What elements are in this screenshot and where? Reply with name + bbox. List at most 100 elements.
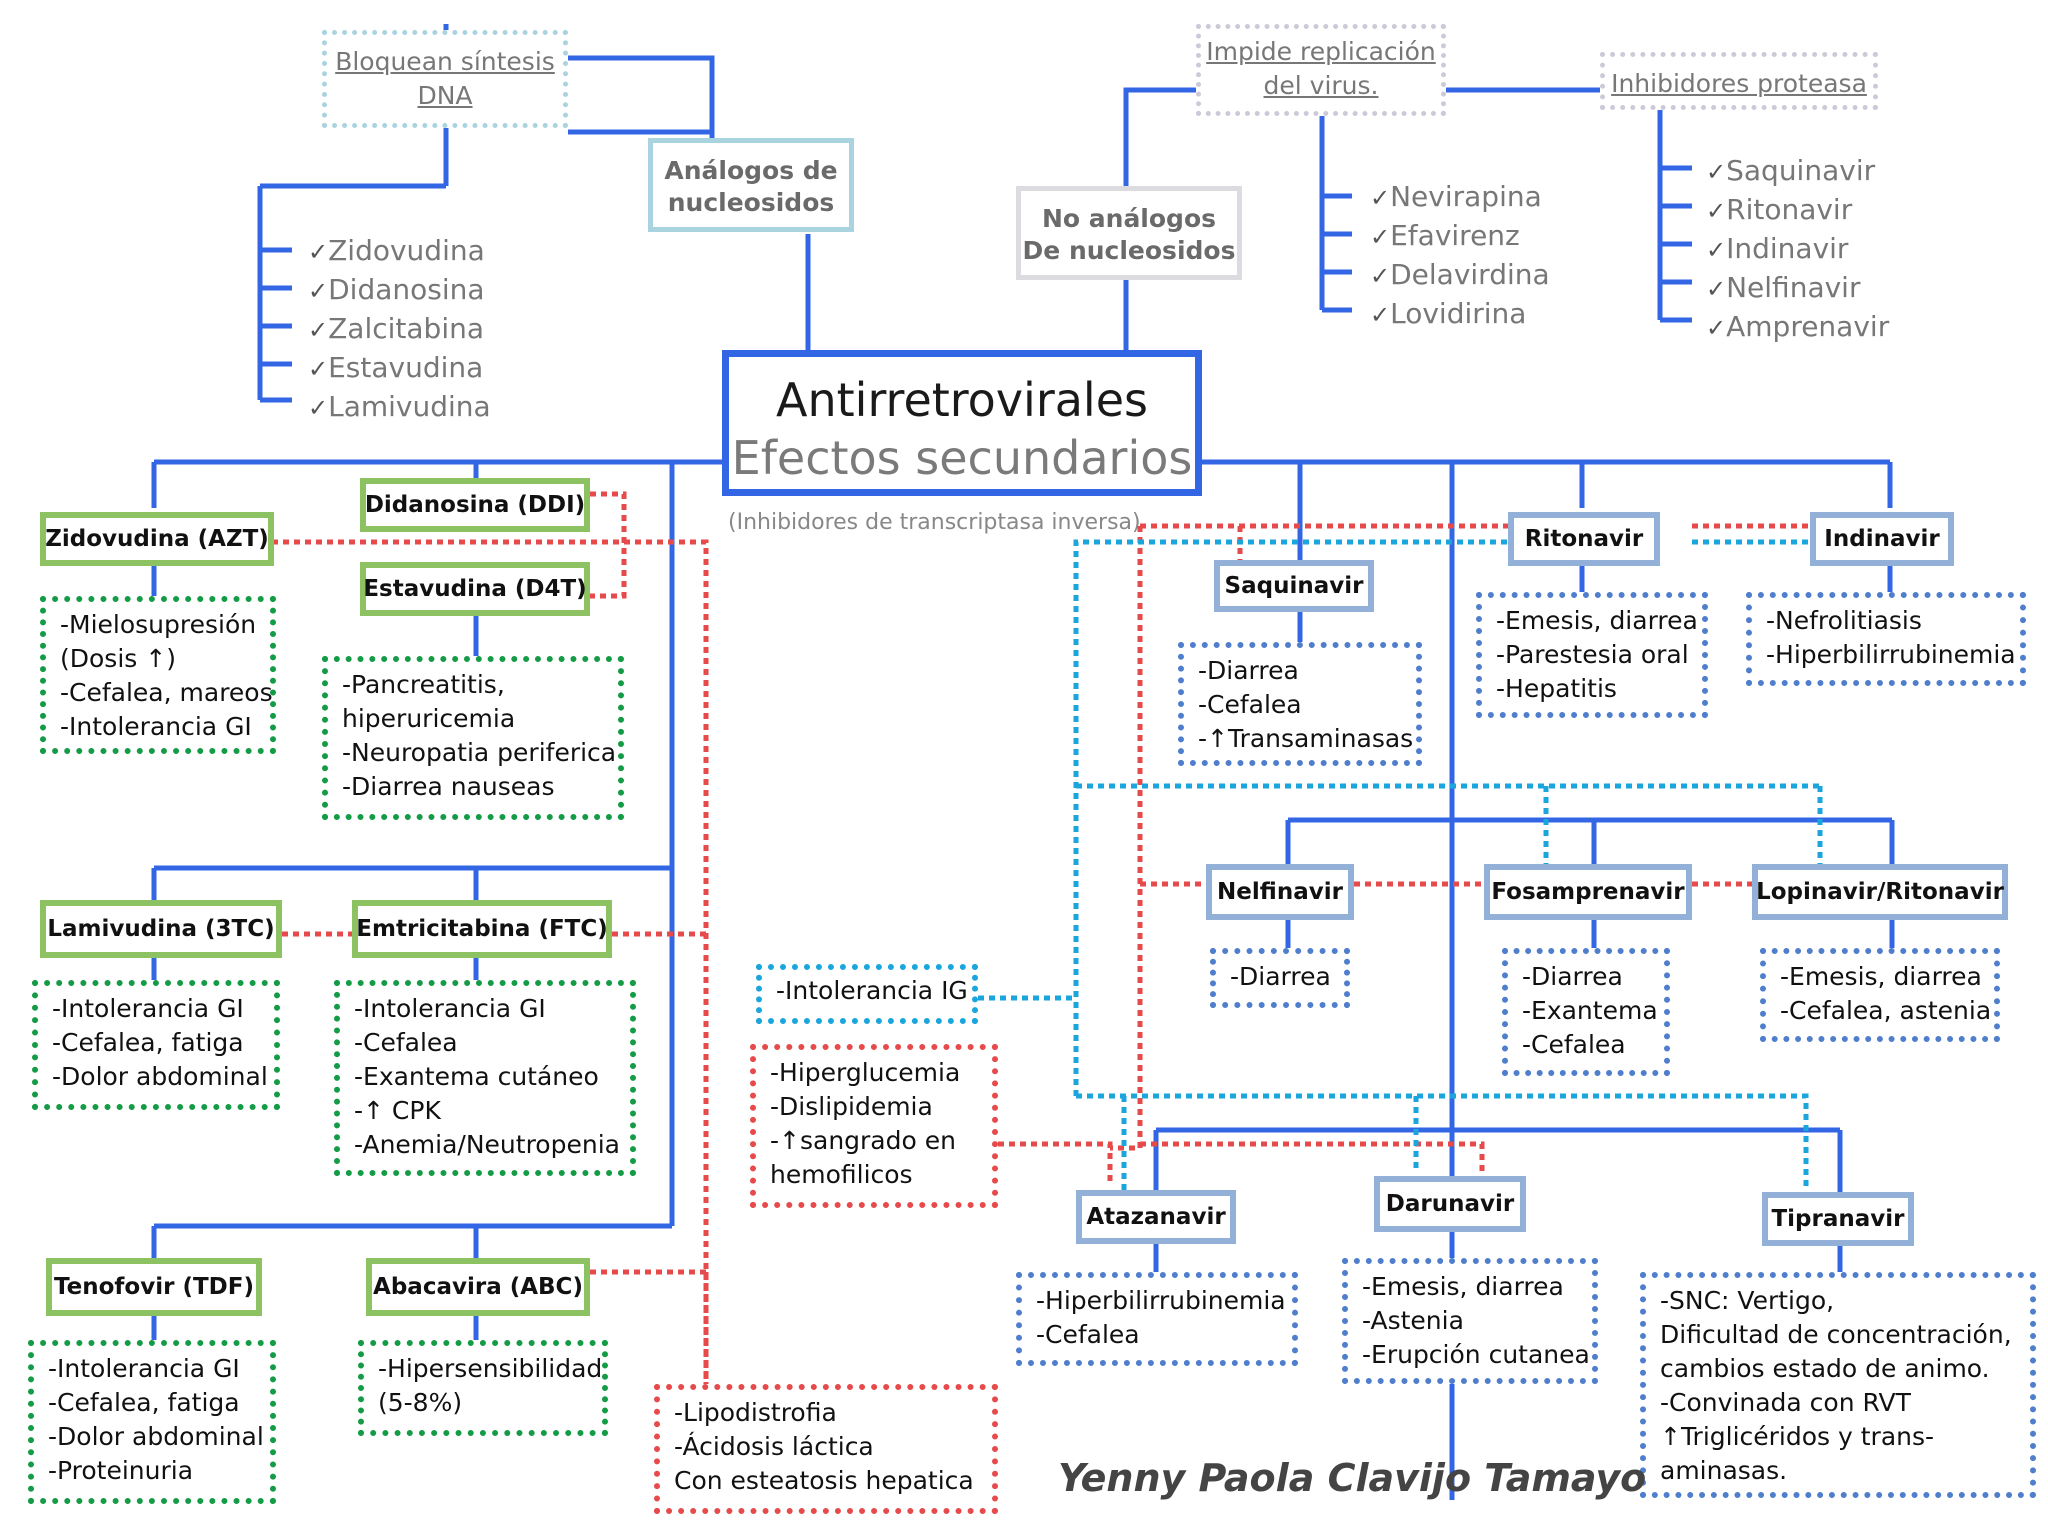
drug-header-ritonavir: Ritonavir bbox=[1508, 512, 1660, 566]
list-item: ✓Nelfinavir bbox=[1706, 271, 1861, 304]
red-dotted-connectors bbox=[272, 491, 1810, 1390]
effect-item: -Diarrea bbox=[1230, 962, 1331, 991]
center-title-box: Antirretrovirales Efectos secundarios bbox=[722, 350, 1202, 496]
effects-box-lopinavir-ritonavir: -Emesis, diarrea -Cefalea, astenia bbox=[1760, 948, 2000, 1042]
effects-box-fosamprenavir: -Diarrea -Exantema -Cefalea bbox=[1502, 948, 1670, 1076]
drug-header-atazanavir: Atazanavir bbox=[1076, 1190, 1236, 1244]
effect-item: -Cefalea, fatiga bbox=[52, 1028, 244, 1057]
effects-box-darunavir: -Emesis, diarrea -Astenia -Erupción cuta… bbox=[1342, 1258, 1598, 1384]
effect-item: -Cefalea, astenia bbox=[1780, 996, 1992, 1025]
effect-item: -Emesis, diarrea bbox=[1362, 1272, 1564, 1301]
effect-item: -Hiperglucemia bbox=[770, 1058, 961, 1087]
effects-box-indinavir: -Nefrolitiasis -Hiperbilirrubinemia bbox=[1746, 592, 2026, 686]
effect-item: -Intolerancia GI bbox=[60, 712, 252, 741]
category-label: No análogos bbox=[1041, 204, 1217, 233]
effects-box-abc: -Hipersensibilidad (5-8%) bbox=[358, 1340, 608, 1436]
pi-drug-list: ✓Saquinavir ✓Ritonavir ✓Indinavir ✓Nelfi… bbox=[1706, 152, 1889, 347]
effect-item: -Mielosupresión bbox=[60, 610, 257, 639]
effect-item: -Intolerancia GI bbox=[52, 994, 244, 1023]
effect-item: -Cefalea bbox=[1036, 1320, 1140, 1349]
effect-item: -Intolerancia GI bbox=[354, 994, 546, 1023]
effects-box-tdf: -Intolerancia GI -Cefalea, fatiga -Dolor… bbox=[28, 1340, 276, 1504]
effect-item: hemofilicos bbox=[770, 1160, 913, 1189]
effect-item: ↑Triglicéridos y trans- bbox=[1660, 1422, 1935, 1451]
effects-box-pi-gi: -Intolerancia IG bbox=[756, 964, 978, 1024]
drug-header-fosamprenavir: Fosamprenavir bbox=[1484, 864, 1692, 920]
effect-item: -Astenia bbox=[1362, 1306, 1464, 1335]
list-item: ✓Ritonavir bbox=[1706, 193, 1853, 226]
category-label: De nucleosidos bbox=[1022, 236, 1236, 265]
effect-item: -Exantema bbox=[1522, 996, 1658, 1025]
action-text: del virus. bbox=[1263, 71, 1379, 100]
effect-item: -Cefalea bbox=[354, 1028, 458, 1057]
effect-item: -Cefalea bbox=[1198, 690, 1302, 719]
category-box-proteasa: Inhibidores proteasa bbox=[1600, 52, 1878, 110]
drug-header-tipranavir: Tipranavir bbox=[1762, 1192, 1914, 1246]
list-item: ✓Didanosina bbox=[308, 273, 485, 306]
action-box-impide: Impide replicación del virus. bbox=[1196, 24, 1446, 116]
list-item: ✓Efavirenz bbox=[1370, 219, 1520, 252]
effects-box-d4t: -Pancreatitis, hiperuricemia -Neuropatia… bbox=[322, 656, 624, 820]
effect-item: -Hepatitis bbox=[1496, 674, 1617, 703]
category-label: nucleosidos bbox=[667, 188, 835, 217]
list-item: ✓Zalcitabina bbox=[308, 312, 484, 345]
drug-header-ddi: Didanosina (DDI) bbox=[360, 478, 590, 532]
drug-header-abc: Abacavira (ABC) bbox=[366, 1258, 590, 1316]
drug-header-azt: Zidovudina (AZT) bbox=[40, 512, 274, 566]
effect-item: -Lipodistrofia bbox=[674, 1398, 837, 1427]
effect-item: -Dolor abdominal bbox=[48, 1422, 264, 1451]
drug-header-tdf: Tenofovir (TDF) bbox=[46, 1258, 262, 1316]
effects-box-saquinavir: -Diarrea -Cefalea -↑Transaminasas bbox=[1178, 642, 1422, 766]
effect-item: -↑sangrado en bbox=[770, 1126, 956, 1155]
effect-item: -Erupción cutanea bbox=[1362, 1340, 1590, 1369]
drug-header-lopinavir-ritonavir: Lopinavir/Ritonavir bbox=[1752, 864, 2008, 920]
effect-item: -Proteinuria bbox=[48, 1456, 194, 1485]
category-box-no-analogos: No análogos De nucleosidos bbox=[1016, 186, 1242, 280]
effects-box-ftc: -Intolerancia GI -Cefalea -Exantema cutá… bbox=[334, 980, 636, 1176]
list-item: ✓Amprenavir bbox=[1706, 310, 1890, 343]
effects-box-pi-metabolic: -Hiperglucemia -Dislipidemia -↑sangrado … bbox=[750, 1044, 998, 1208]
effect-item: -Dislipidemia bbox=[770, 1092, 933, 1121]
effect-item: -SNC: Vertigo, bbox=[1660, 1286, 1835, 1315]
effect-item: -Intolerancia GI bbox=[48, 1354, 240, 1383]
effect-item: -Diarrea nauseas bbox=[342, 772, 555, 801]
list-item: ✓Delavirdina bbox=[1370, 258, 1550, 291]
nnrti-drug-list: ✓Nevirapina ✓Efavirenz ✓Delavirdina ✓Lov… bbox=[1370, 178, 1550, 334]
effect-item: -Ácidosis láctica bbox=[674, 1432, 874, 1461]
effects-box-nrti-common: -Lipodistrofia -Ácidosis láctica Con est… bbox=[654, 1384, 998, 1514]
effects-box-ritonavir: -Emesis, diarrea -Parestesia oral -Hepat… bbox=[1476, 592, 1708, 718]
effect-item: -Cefalea, fatiga bbox=[48, 1388, 240, 1417]
drug-header-ftc: Emtricitabina (FTC) bbox=[352, 900, 612, 958]
action-text: Impide replicación bbox=[1206, 37, 1436, 66]
effect-item: (Dosis ↑) bbox=[60, 644, 176, 673]
effects-box-azt: -Mielosupresión (Dosis ↑) -Cefalea, mare… bbox=[40, 596, 276, 754]
effect-item: -Emesis, diarrea bbox=[1780, 962, 1982, 991]
category-box-analogos: Análogos de nucleosidos bbox=[648, 138, 854, 232]
effects-box-tipranavir: -SNC: Vertigo, Dificultad de concentraci… bbox=[1640, 1272, 2036, 1498]
effect-item: -Neuropatia periferica bbox=[342, 738, 617, 767]
author-signature: Yenny Paola Clavijo Tamayo bbox=[1058, 1456, 1647, 1500]
action-box-bloquean: Bloquean síntesis DNA bbox=[322, 30, 568, 128]
list-item: ✓Indinavir bbox=[1706, 232, 1849, 265]
list-item: ✓Estavudina bbox=[308, 351, 484, 384]
effect-item: Dificultad de concentración, bbox=[1660, 1320, 2012, 1349]
effect-item: -Intolerancia IG bbox=[776, 976, 968, 1005]
effect-item: -Convinada con RVT bbox=[1660, 1388, 1911, 1417]
page-subtitle: Efectos secundarios bbox=[731, 431, 1193, 485]
effect-item: -Hiperbilirrubinemia bbox=[1766, 640, 2016, 669]
category-label: Inhibidores proteasa bbox=[1611, 69, 1867, 98]
drug-header-darunavir: Darunavir bbox=[1374, 1176, 1526, 1232]
drug-header-3tc: Lamivudina (3TC) bbox=[40, 900, 282, 958]
effect-item: -Hipersensibilidad bbox=[378, 1354, 603, 1383]
effect-item: -↑Transaminasas bbox=[1198, 724, 1414, 753]
list-item: ✓Zidovudina bbox=[308, 234, 485, 267]
effect-item: aminasas. bbox=[1660, 1456, 1788, 1485]
effect-item: -Diarrea bbox=[1522, 962, 1623, 991]
effect-item: -Cefalea bbox=[1522, 1030, 1626, 1059]
effect-item: -Anemia/Neutropenia bbox=[354, 1130, 620, 1159]
effect-item: -Pancreatitis, bbox=[342, 670, 505, 699]
drug-header-saquinavir: Saquinavir bbox=[1214, 560, 1374, 612]
effect-item: -Cefalea, mareos bbox=[60, 678, 273, 707]
effect-item: -Exantema cutáneo bbox=[354, 1062, 599, 1091]
nrti-drug-list: ✓Zidovudina ✓Didanosina ✓Zalcitabina ✓Es… bbox=[308, 232, 491, 427]
